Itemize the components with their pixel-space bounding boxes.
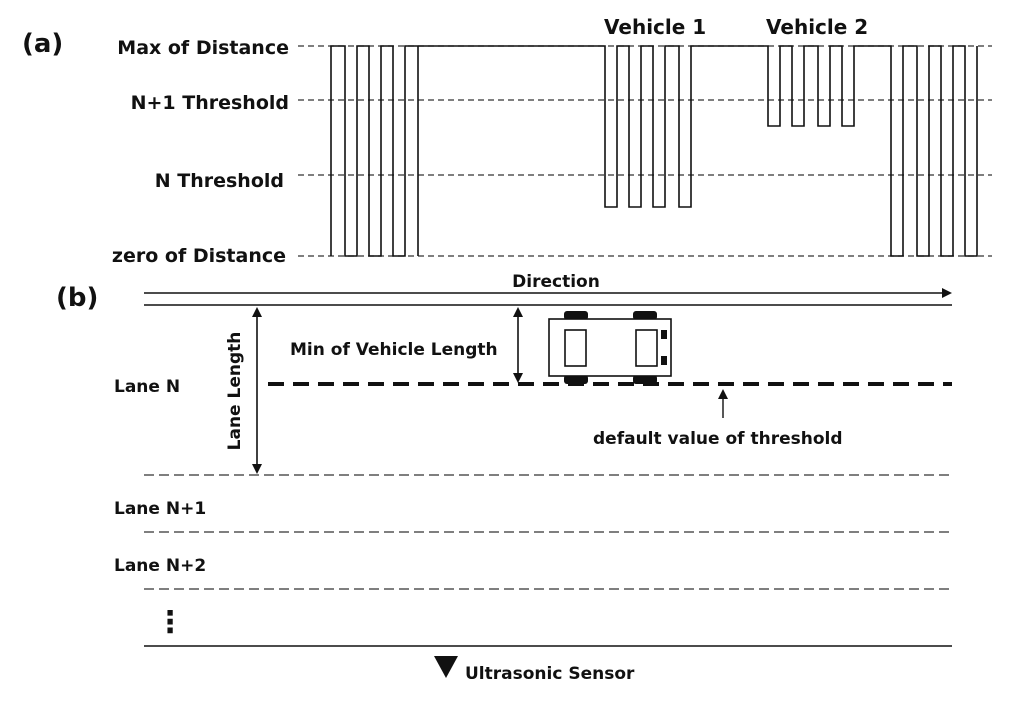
ultrasonic-sensor-icon — [434, 656, 458, 678]
more-lanes-ellipsis: ⋮ — [155, 605, 185, 640]
lane-n2-label: Lane N+2 — [114, 556, 206, 576]
direction-label: Direction — [512, 272, 600, 292]
level-n1-label: N+1 Threshold — [131, 92, 289, 114]
lane-n-label: Lane N — [114, 377, 180, 397]
vehicle-2-label: Vehicle 2 — [766, 15, 868, 39]
panel-a-label: (a) — [22, 29, 63, 59]
car-icon — [548, 311, 672, 384]
default-threshold-label: default value of threshold — [593, 429, 843, 449]
level-max-label: Max of Distance — [117, 37, 289, 59]
panel-b-label: (b) — [56, 283, 98, 313]
level-n-label: N Threshold — [155, 170, 284, 192]
ultrasonic-sensor-label: Ultrasonic Sensor — [465, 664, 635, 684]
level-reference-lines — [298, 45, 992, 257]
min-vehicle-length-label: Min of Vehicle Length — [290, 340, 498, 360]
vehicle-1-label: Vehicle 1 — [604, 15, 706, 39]
level-zero-label: zero of Distance — [112, 245, 286, 267]
lane-length-label: Lane Length — [225, 332, 245, 451]
distance-signal-waveform — [330, 45, 978, 257]
lane-n1-label: Lane N+1 — [114, 499, 206, 519]
